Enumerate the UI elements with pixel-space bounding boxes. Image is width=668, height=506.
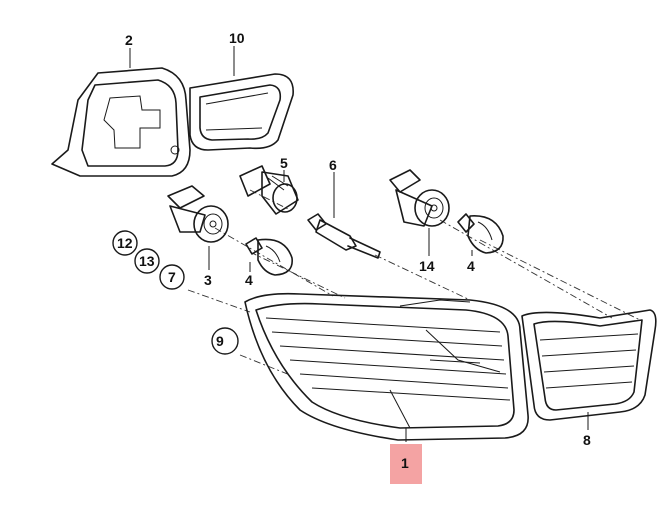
label-part-3: 3 — [204, 272, 212, 288]
circled-callouts — [112, 230, 239, 355]
part-5-socket — [239, 165, 299, 215]
label-part-4-left: 4 — [245, 272, 253, 288]
part-labels: 2 10 5 6 12 13 7 3 4 14 4 9 8 1 — [117, 30, 591, 471]
part-1-tail-light — [244, 292, 529, 441]
label-part-5: 5 — [280, 155, 288, 171]
assembly-lines — [187, 189, 641, 376]
label-part-4-right: 4 — [467, 258, 475, 274]
part-3-socket — [167, 185, 229, 243]
callout-ring-13 — [134, 248, 160, 274]
part-14-socket — [389, 169, 450, 227]
label-part-10: 9 — [216, 333, 224, 349]
callout-ring-10 — [211, 327, 239, 355]
label-part-2: 2 — [125, 32, 133, 48]
callout-ring-12 — [112, 230, 138, 256]
label-part-8: 8 — [583, 432, 591, 448]
label-part-13: 13 — [139, 253, 155, 269]
label-part-1: 1 — [401, 455, 409, 471]
label-part-14: 14 — [419, 258, 435, 274]
highlight-box-part-1 — [390, 444, 422, 484]
label-part-9: 10 — [229, 30, 245, 46]
callout-ring-7 — [159, 264, 185, 290]
label-part-7: 7 — [168, 269, 176, 285]
part-4-bulb-right — [457, 213, 504, 254]
part-8-inner-light — [521, 309, 657, 421]
part-4-bulb-left — [245, 237, 293, 276]
part-2-gasket — [51, 67, 191, 177]
part-6-connector — [307, 213, 381, 259]
label-part-12: 12 — [117, 235, 133, 251]
label-part-6: 6 — [329, 157, 337, 173]
leader-lines — [129, 46, 589, 442]
part-9-seal — [189, 73, 294, 151]
